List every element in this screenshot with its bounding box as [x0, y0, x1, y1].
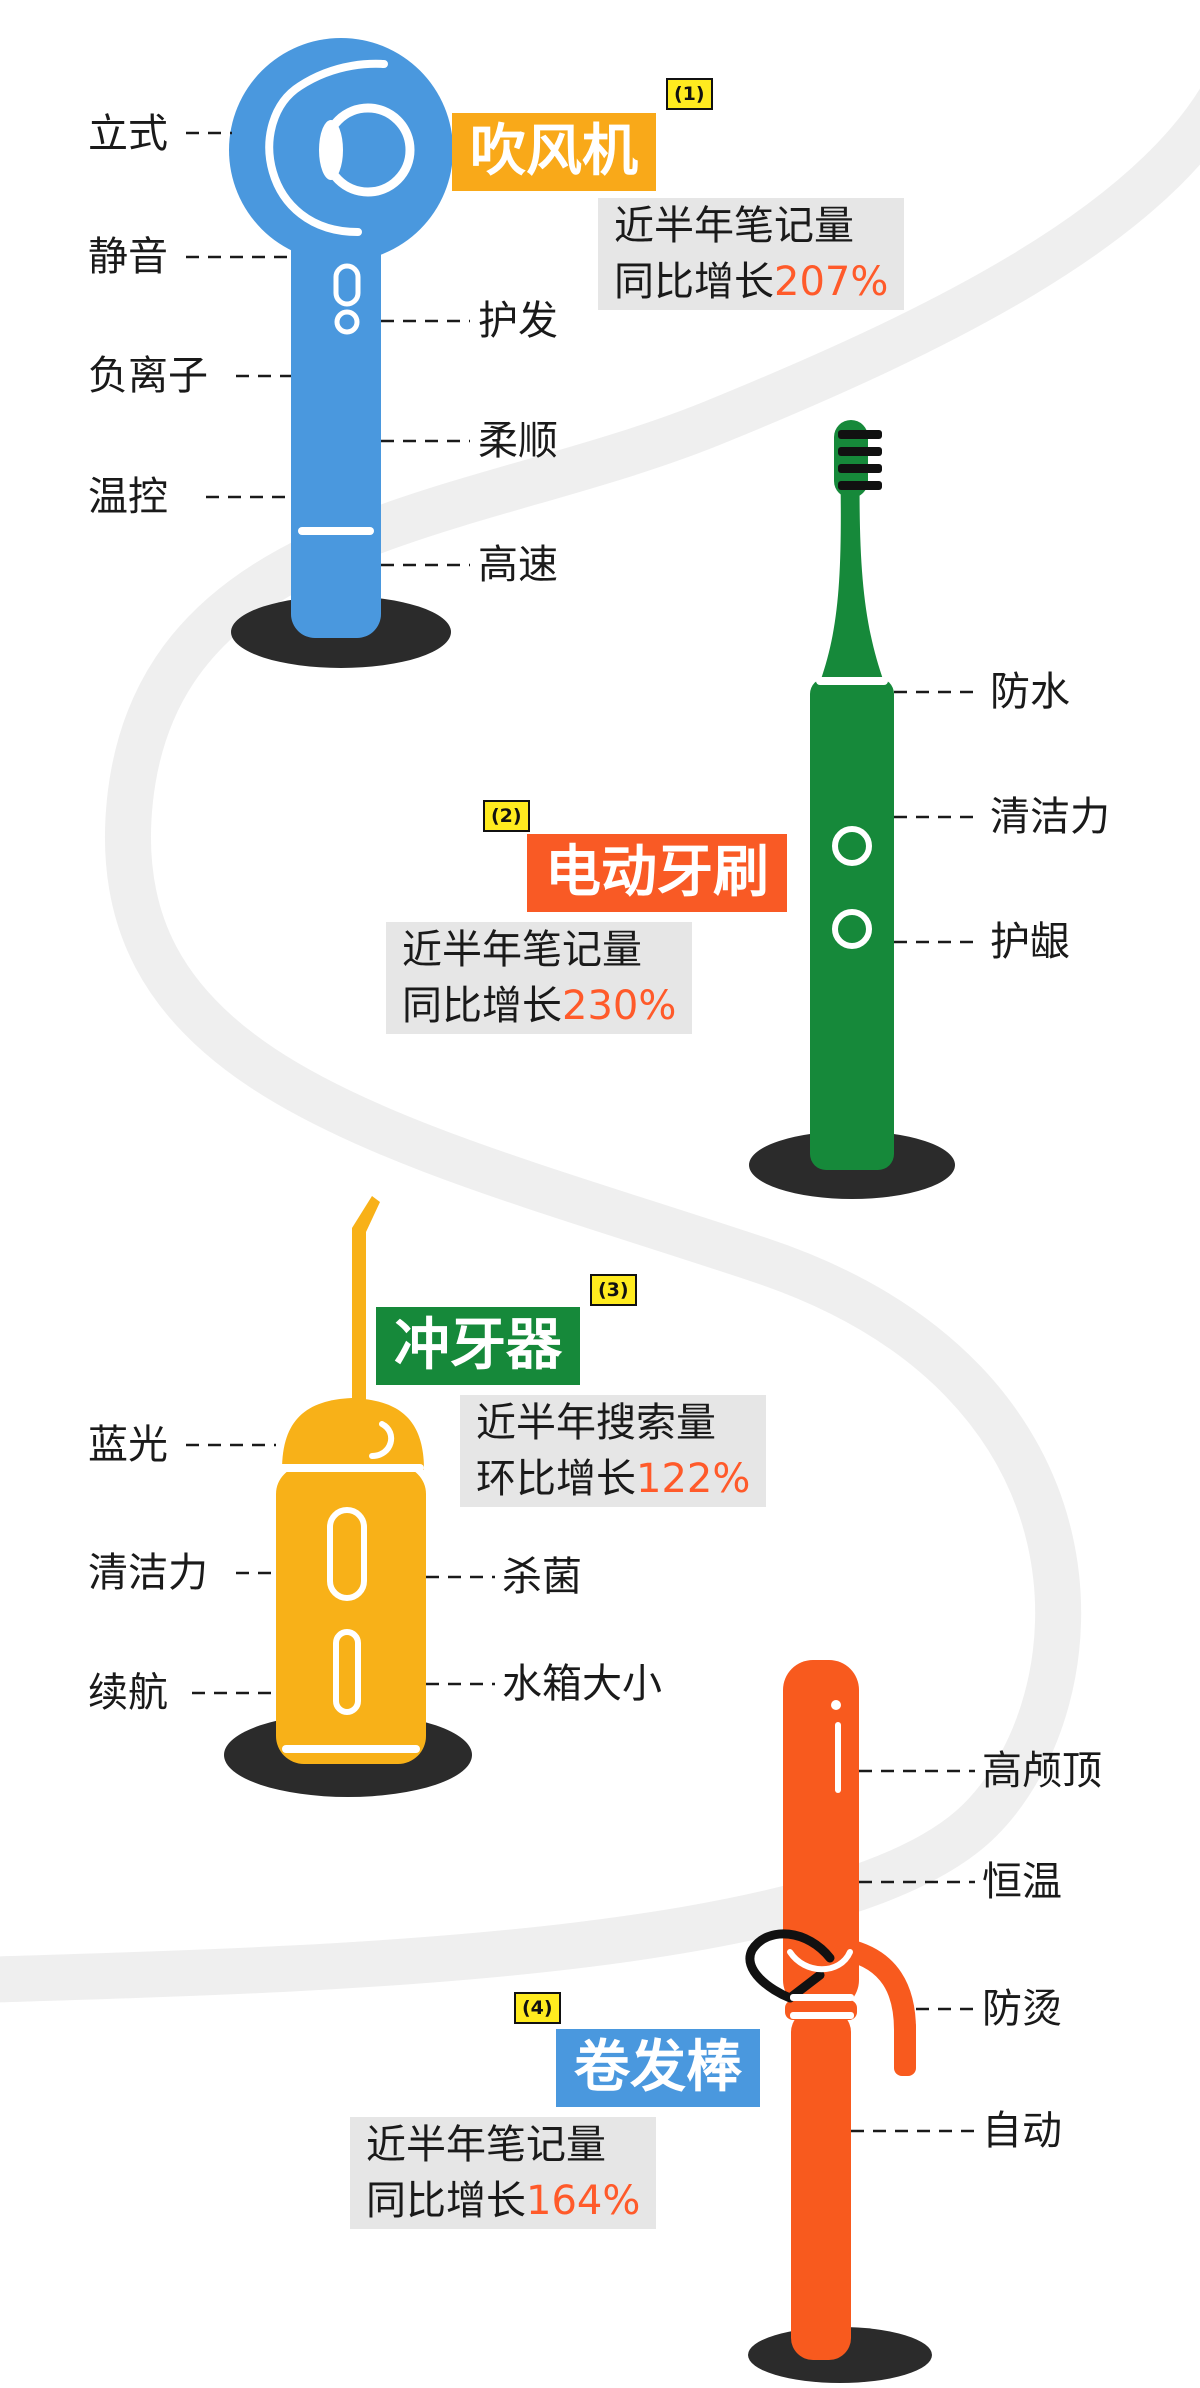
- stat-growth-label: 同比增长: [614, 259, 774, 305]
- product-index-tag: (3): [590, 1274, 637, 1306]
- water-flosser-illustration: [224, 1196, 472, 1797]
- toothbrush-neck: [820, 440, 884, 682]
- water-flosser-window-1: [327, 1507, 367, 1601]
- curling-iron-hanger: [745, 1929, 835, 2003]
- stat-metric: 近半年笔记量: [366, 2122, 606, 2168]
- product-index-tag: (1): [666, 78, 713, 110]
- stat-growth-label: 同比增长: [402, 983, 562, 1029]
- toothbrush-bristle-2: [838, 447, 882, 456]
- product-title: 吹风机: [452, 113, 656, 191]
- feature-label: 防水: [990, 669, 1070, 715]
- feature-label: 续航: [88, 1670, 168, 1716]
- product-title: 冲牙器: [376, 1307, 580, 1385]
- hair-dryer-nozzle-center: [319, 120, 343, 180]
- curling-iron-illustration: [745, 1660, 932, 2383]
- hair-dryer-button-pill: [333, 263, 361, 307]
- feature-label: 自动: [982, 2108, 1062, 2154]
- hair-dryer-band: [298, 527, 374, 535]
- feature-label: 恒温: [982, 1859, 1062, 1905]
- hair-dryer-illustration: [229, 38, 453, 668]
- feature-label: 静音: [88, 234, 168, 280]
- stat-growth: 同比增长207%: [614, 254, 888, 310]
- toothbrush-bristle-1: [838, 430, 882, 439]
- product-stat-box: 近半年笔记量 同比增长207%: [598, 198, 905, 310]
- water-flosser-top: [282, 1398, 424, 1470]
- product-title: 卷发棒: [556, 2029, 760, 2107]
- product-index-tag: (2): [483, 800, 530, 832]
- product-index-tag: (4): [514, 1992, 561, 2024]
- stat-metric: 近半年笔记量: [614, 203, 854, 249]
- product-stat-box: 近半年搜索量 环比增长122%: [460, 1395, 767, 1507]
- feature-label: 护龈: [990, 919, 1070, 965]
- stat-growth-label: 同比增长: [366, 2178, 526, 2224]
- water-flosser-body: [276, 1466, 426, 1764]
- curling-iron-band-1: [790, 1994, 854, 2001]
- water-flosser-window-2: [333, 1629, 361, 1715]
- stat-growth-percent: 164%: [526, 2178, 641, 2224]
- water-flosser-tip: [352, 1196, 380, 1402]
- stat-growth-percent: 122%: [636, 1456, 751, 1502]
- curling-iron-detail-dot: [831, 1700, 841, 1710]
- feature-label: 杀菌: [502, 1554, 582, 1600]
- hair-dryer-button-round: [334, 309, 360, 335]
- product-stat-box: 近半年笔记量 同比增长230%: [386, 922, 693, 1034]
- stat-growth: 同比增长164%: [366, 2173, 640, 2229]
- feature-label: 高速: [478, 542, 558, 588]
- water-flosser-seam: [278, 1464, 424, 1472]
- feature-label: 护发: [478, 298, 558, 344]
- product-title: 电动牙刷: [527, 834, 787, 912]
- toothbrush-button-2: [832, 909, 872, 949]
- curling-iron-band-2: [790, 2012, 854, 2019]
- feature-label: 蓝光: [88, 1422, 168, 1468]
- toothbrush-bristle-4: [838, 481, 882, 490]
- curling-iron-clamp-curve: [787, 1949, 853, 1973]
- feature-label: 清洁力: [990, 794, 1110, 840]
- stat-growth-percent: 207%: [774, 259, 889, 305]
- stat-metric: 近半年搜索量: [476, 1400, 716, 1446]
- stat-metric: 近半年笔记量: [402, 927, 642, 973]
- toothbrush-bristle-3: [838, 464, 882, 473]
- stat-growth-percent: 230%: [562, 983, 677, 1029]
- toothbrush-band: [816, 677, 888, 685]
- feature-label: 清洁力: [88, 1550, 208, 1596]
- toothbrush-illustration: [749, 420, 955, 1199]
- leader-lines: [186, 131, 980, 2133]
- feature-label: 水箱大小: [502, 1661, 662, 1707]
- stat-growth: 环比增长122%: [476, 1451, 750, 1507]
- toothbrush-body: [810, 678, 894, 1170]
- stat-growth-label: 环比增长: [476, 1456, 636, 1502]
- toothbrush-button-1: [832, 826, 872, 866]
- toothbrush-head: [834, 420, 868, 498]
- feature-label: 高颅顶: [982, 1748, 1102, 1794]
- curling-iron-grip: [791, 2010, 851, 2360]
- product-stat-box: 近半年笔记量 同比增长164%: [350, 2117, 657, 2229]
- feature-label: 柔顺: [478, 418, 558, 464]
- curling-iron-lever-tip: [894, 2018, 916, 2076]
- hair-dryer-head-arc: [265, 59, 388, 236]
- water-flosser-bottom-band: [282, 1745, 420, 1753]
- feature-label: 温控: [88, 474, 168, 520]
- feature-label: 负离子: [88, 353, 208, 399]
- feature-label: 立式: [88, 111, 168, 157]
- feature-label: 防烫: [982, 1986, 1062, 2032]
- water-flosser-knob: [369, 1421, 395, 1459]
- stat-growth: 同比增长230%: [402, 978, 676, 1034]
